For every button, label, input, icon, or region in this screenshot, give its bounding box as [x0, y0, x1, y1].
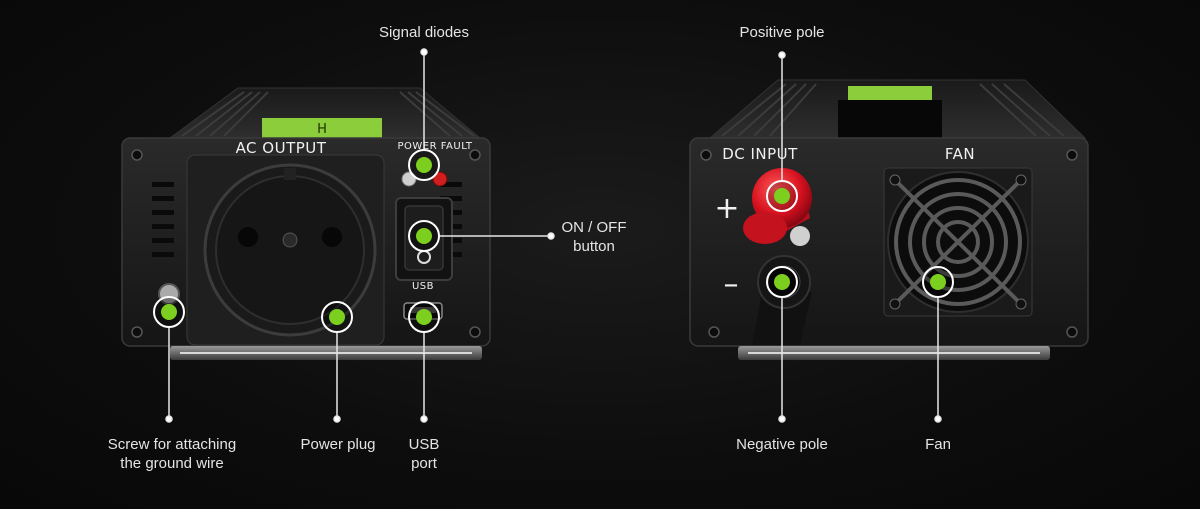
ac-output-label: AC OUTPUT — [235, 139, 327, 157]
callout-lines — [165, 48, 942, 423]
corner-screw — [131, 149, 143, 161]
caption-negative-pole: Negative pole — [736, 436, 828, 453]
fan-guard — [883, 167, 1033, 317]
power-fault-label: POWER FAULT — [397, 141, 473, 152]
marker-usb-port — [408, 301, 440, 333]
minus-sign: – — [724, 267, 739, 302]
brand-logo: H — [317, 122, 327, 137]
caption-on-off-button: ON / OFF button — [561, 219, 627, 255]
marker-positive-pole — [766, 180, 798, 212]
callout-markers — [153, 149, 954, 333]
corner-screw — [700, 149, 712, 161]
caption-ground-screw: Screw for attaching the ground wire — [107, 436, 237, 472]
corner-screw — [469, 326, 481, 338]
marker-signal-diodes — [408, 149, 440, 181]
inverter-front-view: H — [121, 87, 491, 360]
plus-sign: + — [714, 191, 739, 226]
usb-label: USB — [411, 281, 435, 292]
corner-screw — [131, 326, 143, 338]
corner-screw — [469, 149, 481, 161]
fan-panel-label: FAN — [944, 145, 976, 163]
marker-fan — [922, 266, 954, 298]
marker-on-off-button — [408, 220, 440, 252]
dc-input-label: DC INPUT — [722, 145, 798, 163]
caption-power-plug: Power plug — [300, 436, 376, 453]
marker-power-plug — [321, 301, 353, 333]
brand-plate — [848, 86, 932, 100]
caption-signal-diodes: Signal diodes — [378, 24, 470, 41]
corner-screw — [708, 326, 720, 338]
marker-negative-pole — [766, 266, 798, 298]
inverter-rear-view: + – — [689, 79, 1089, 360]
corner-screw — [1066, 149, 1078, 161]
caption-usb-port: USB port — [408, 436, 440, 472]
caption-fan: Fan — [925, 436, 951, 453]
caption-positive-pole: Positive pole — [739, 24, 825, 41]
fault-led — [432, 171, 448, 187]
corner-screw — [1066, 326, 1078, 338]
brand-plate — [262, 118, 382, 138]
marker-ground-screw — [153, 296, 185, 328]
